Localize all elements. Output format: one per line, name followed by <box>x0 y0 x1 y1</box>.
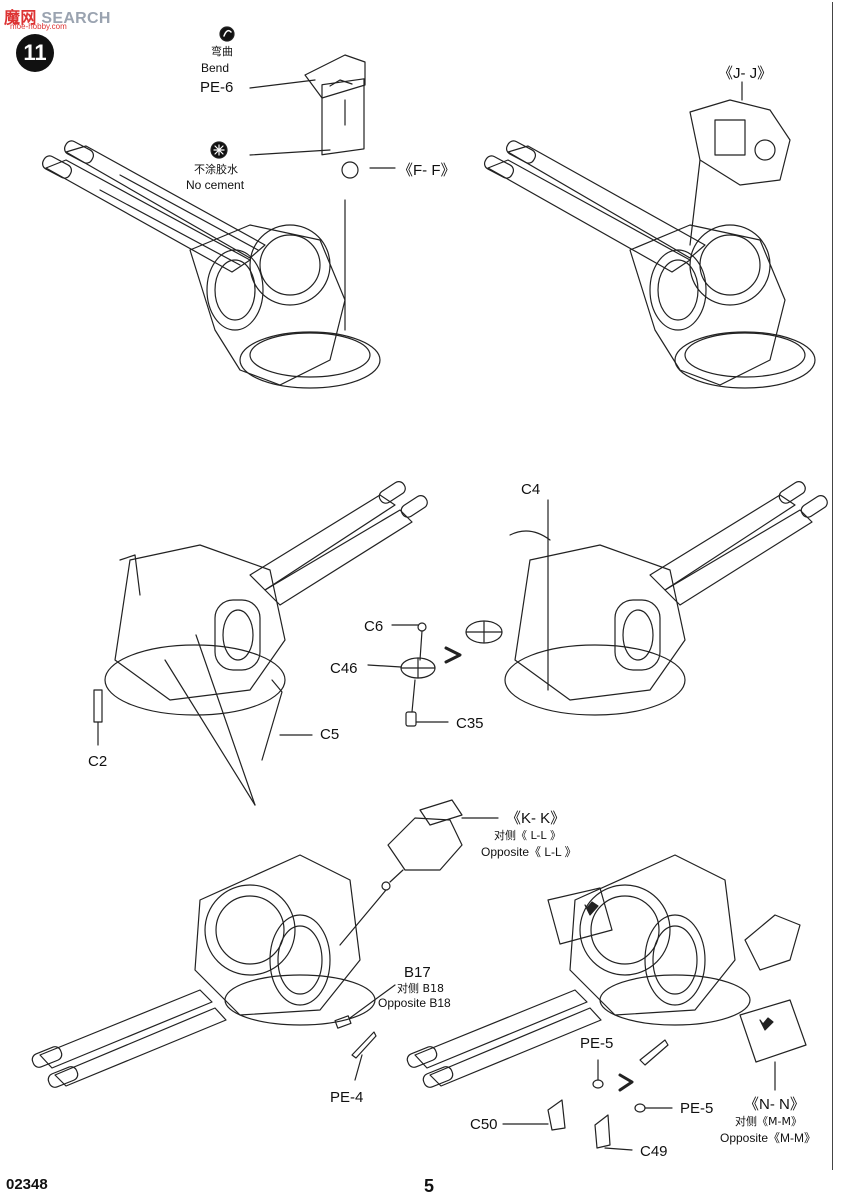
mount-drawing-middle-left <box>93 481 428 806</box>
no-cement-label-en: No cement <box>186 178 245 192</box>
wheel-parts <box>367 622 462 727</box>
view-label-nn: 《N- N》 <box>744 1096 805 1113</box>
watermark-logo: 魔网 SEARCH <box>4 10 111 27</box>
mount-drawing-top-right <box>483 81 816 389</box>
mount-drawing-bottom-left <box>31 799 499 1088</box>
bend-label-en: Bend <box>201 61 230 75</box>
kit-number: 02348 <box>6 1176 48 1193</box>
watermark-url: moe-hobby.com <box>10 22 67 31</box>
mount-drawing-bottom-right <box>406 854 807 1151</box>
view-label-kk-opposite-cn: 对侧《 L-L 》 <box>494 829 562 842</box>
part-label-pe5-upper: PE-5 <box>580 1035 614 1052</box>
page-number: 5 <box>424 1176 435 1196</box>
part-label-c35: C35 <box>456 715 484 732</box>
part-label-b17: B17 <box>404 964 431 981</box>
part-label-c6: C6 <box>364 618 384 635</box>
bend-icon <box>219 26 235 42</box>
part-label-c46: C46 <box>330 660 358 677</box>
part-label-c5: C5 <box>320 726 340 743</box>
part-label-pe6: PE-6 <box>200 79 234 96</box>
bend-label-cn: 弯曲 <box>211 45 233 58</box>
no-cement-label-cn: 不涂胶水 <box>194 163 238 176</box>
part-label-pe5-lower: PE-5 <box>680 1100 714 1117</box>
page-border-line <box>832 2 833 1170</box>
mount-drawing-top-left <box>41 54 396 389</box>
view-label-nn-opposite-cn: 对侧《M-M》 <box>735 1115 802 1128</box>
view-label-kk: 《K- K》 <box>506 810 566 827</box>
part-label-c4: C4 <box>521 481 541 498</box>
part-label-c49: C49 <box>640 1143 668 1160</box>
view-label-jj: 《J- J》 <box>718 65 773 82</box>
step-number-badge: 11 <box>16 34 54 72</box>
part-label-c50: C50 <box>470 1116 498 1133</box>
part-label-pe4: PE-4 <box>330 1089 364 1106</box>
mount-drawing-middle-right <box>465 481 828 716</box>
view-label-kk-opposite-en: Opposite《 L-L 》 <box>481 845 577 859</box>
view-label-nn-opposite-en: Opposite《M-M》 <box>720 1131 817 1145</box>
view-label-ff: 《F- F》 <box>398 162 456 179</box>
part-label-b18-en: Opposite B18 <box>378 996 451 1010</box>
part-label-c2: C2 <box>88 753 108 770</box>
part-label-b18-cn: 对侧 B18 <box>397 982 445 995</box>
